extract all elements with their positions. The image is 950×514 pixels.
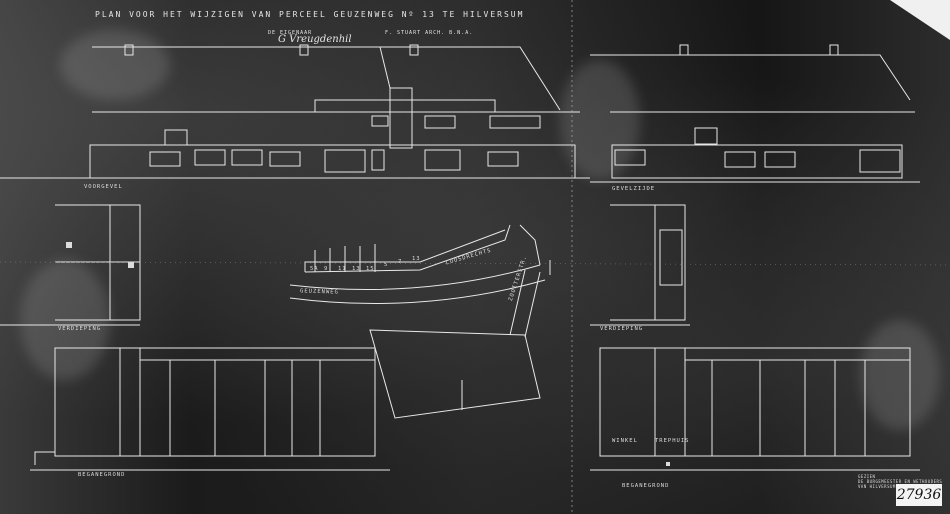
signature: G Vreugdenhil [278,34,352,45]
ground-left-label: BEGANEGROND [78,472,126,478]
archive-number-tag: 27936 [896,484,942,506]
paper-stain [60,30,170,100]
room-left-label: WINKEL [612,438,638,444]
right-ground-plan [599,347,911,457]
plot-number: 11 [338,266,347,272]
approval-stamp: GEZIEN DE BURGEMEESTER EN WETHOUDERS VAN… [858,474,942,489]
plot-number: 7 [398,259,403,265]
stamp-line: VAN HILVERSUM [858,484,896,489]
site-plot [369,329,541,419]
paper-stain [560,60,640,180]
plot-number: 5A [310,266,319,272]
floor-right-label: VERDIEPING [600,326,644,332]
street-geuzenweg-curve [289,264,541,290]
facade-left-label: VOORGEVEL [84,184,123,190]
roof-slope [92,46,561,111]
room-right-label: TREPHUIS [655,438,690,444]
ground-right-label: BEGANEGROND [622,483,670,489]
plot-number: 9 [324,266,329,272]
right-elevation-facade [611,144,903,179]
stamp-line: DE BURGEMEESTER EN WETHOUDERS [858,479,943,484]
owner-label: DE EIGENAAR [268,30,313,36]
floor-left-label: VERDIEPING [58,326,102,332]
plot-number: 13 [352,266,361,272]
plot-number: 15 [366,266,375,272]
paper-stain [860,320,940,430]
plot-number: 13 [412,256,421,262]
sheet-title: PLAN VOOR HET WIJZIGEN VAN PERCEEL GEUZE… [95,10,525,19]
facade-right-label: GEVELZIJDE [612,186,656,192]
architect-label: F. STUART ARCH. B.N.A. [385,30,474,36]
plot-number: 5 [384,262,389,268]
stamp-line: GEZIEN [858,474,876,479]
